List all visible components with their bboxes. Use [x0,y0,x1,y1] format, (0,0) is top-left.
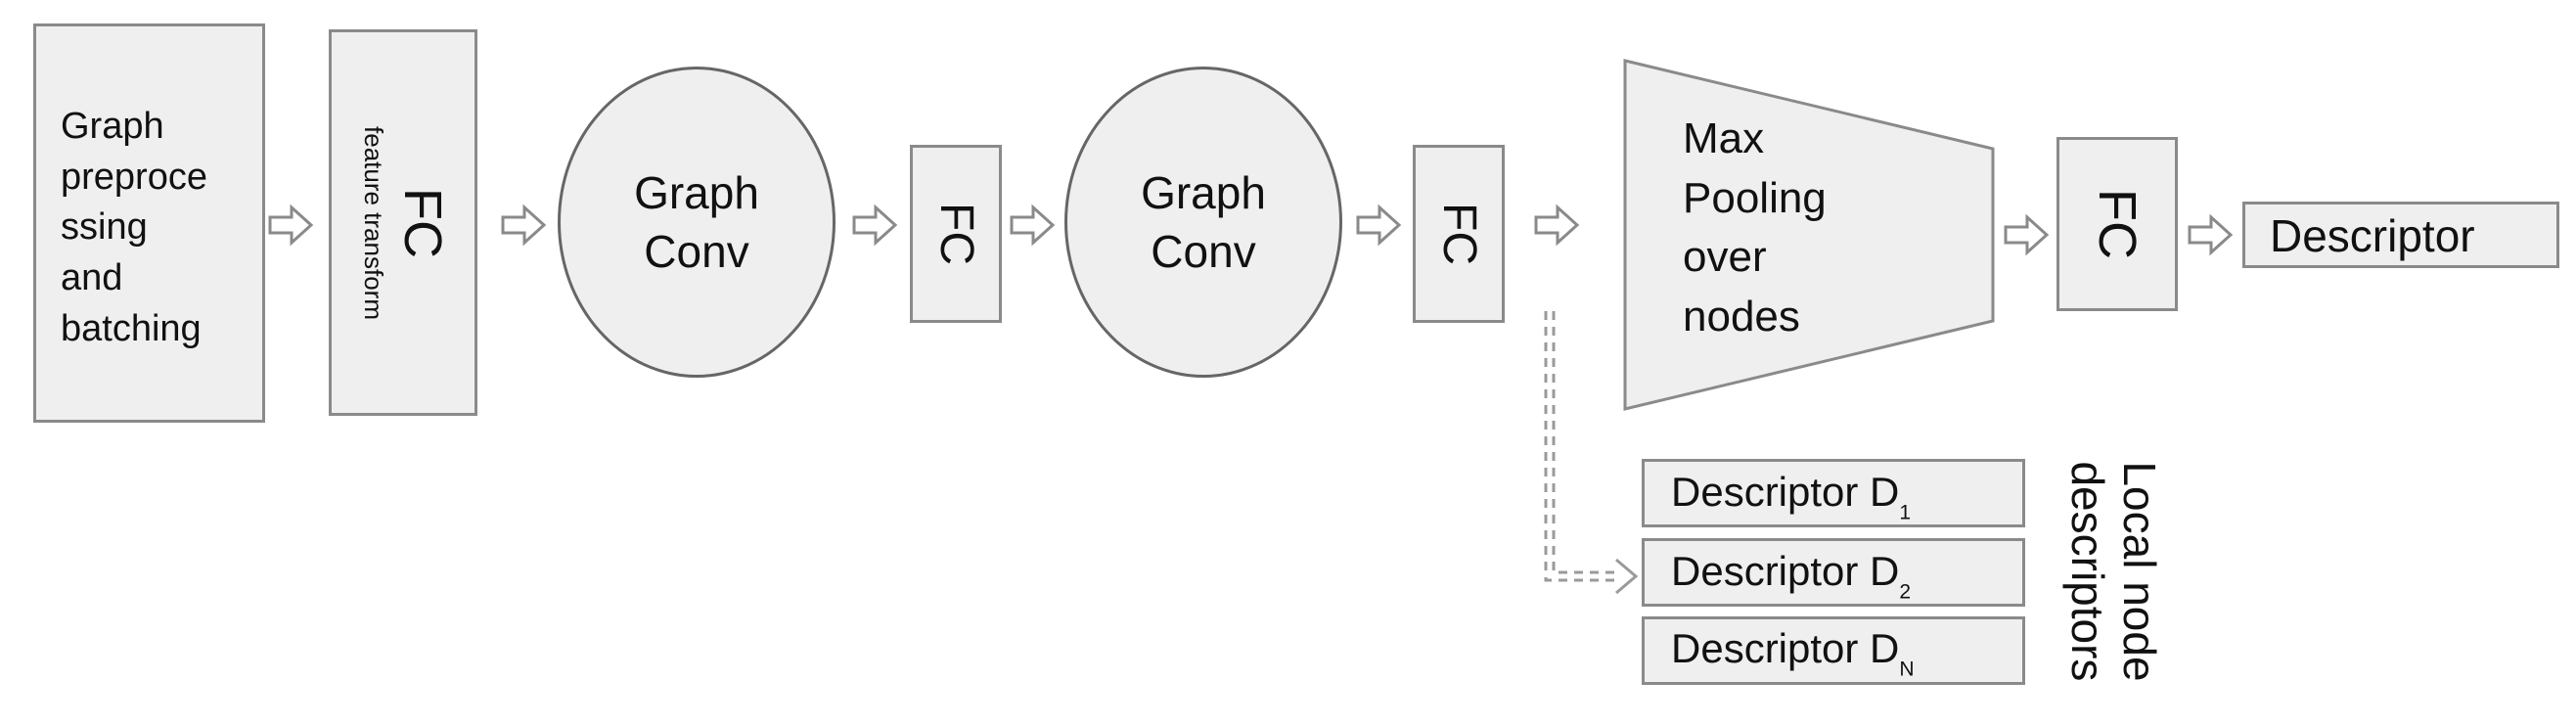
local-descriptor-2-subscript: 2 [1899,580,1912,604]
local-descriptor-n-subscript: N [1899,658,1915,681]
dashed-branch-line-outer [1544,311,1616,582]
local-descriptor-1-text: Descriptor D [1671,469,1900,515]
global-descriptor-label: Descriptor [2270,210,2475,261]
local-descriptor-2-text: Descriptor D [1671,548,1900,594]
graph-conv-1-ellipse [558,67,836,378]
local-node-descriptors-label: Local node descriptors [2062,461,2165,682]
arrow-fc2-to-conv2 [1010,205,1055,245]
dashed-branch-line [1552,311,1616,574]
fc-2-box [910,145,1002,323]
preprocess-label: Graph preproce ssing and batching [61,106,207,349]
local-descriptor-n-text: Descriptor D [1671,625,1900,671]
preprocess-box [33,23,265,423]
local-descriptor-label-1: Descriptor D1 [1671,472,1911,523]
local-descriptor-box-n [1642,616,2025,685]
global-descriptor-box [2242,202,2559,268]
arrow-fc1-to-conv1 [501,205,546,245]
fc4-label: FC [2088,189,2147,259]
graph-conv-1-label: Graph Conv [634,167,759,277]
arrow-fc3-to-pool [1534,205,1579,245]
fc1-sublabel: feature transform [359,126,388,320]
local-descriptor-1-subscript: 1 [1899,501,1912,524]
graph-conv-2-ellipse [1064,67,1342,378]
local-descriptor-box-1 [1642,459,2025,527]
arrow-fc4-to-descriptor [2188,215,2233,254]
max-pooling-trapezoid [1623,59,1995,411]
local-descriptor-label-2: Descriptor D2 [1671,551,1911,603]
fc-feature-transform-box [329,29,477,416]
local-descriptor-box-2 [1642,538,2025,607]
arrow-pool-to-fc4 [2004,215,2049,254]
dashed-arrow-head [1615,558,1639,595]
fc-4-box [2056,137,2178,311]
arrow-conv1-to-fc2 [852,205,897,245]
fc3-label: FC [1433,203,1485,265]
arrow-preprocess-to-fc1 [268,205,313,245]
fc2-label: FC [930,203,982,265]
local-descriptor-label-n: Descriptor DN [1671,628,1915,680]
arrow-conv2-to-fc3 [1356,205,1401,245]
max-pooling-label: Max Pooling over nodes [1683,114,1827,341]
fc1-label: FC [393,188,452,258]
graph-conv-2-label: Graph Conv [1141,167,1266,277]
fc-3-box [1413,145,1505,323]
